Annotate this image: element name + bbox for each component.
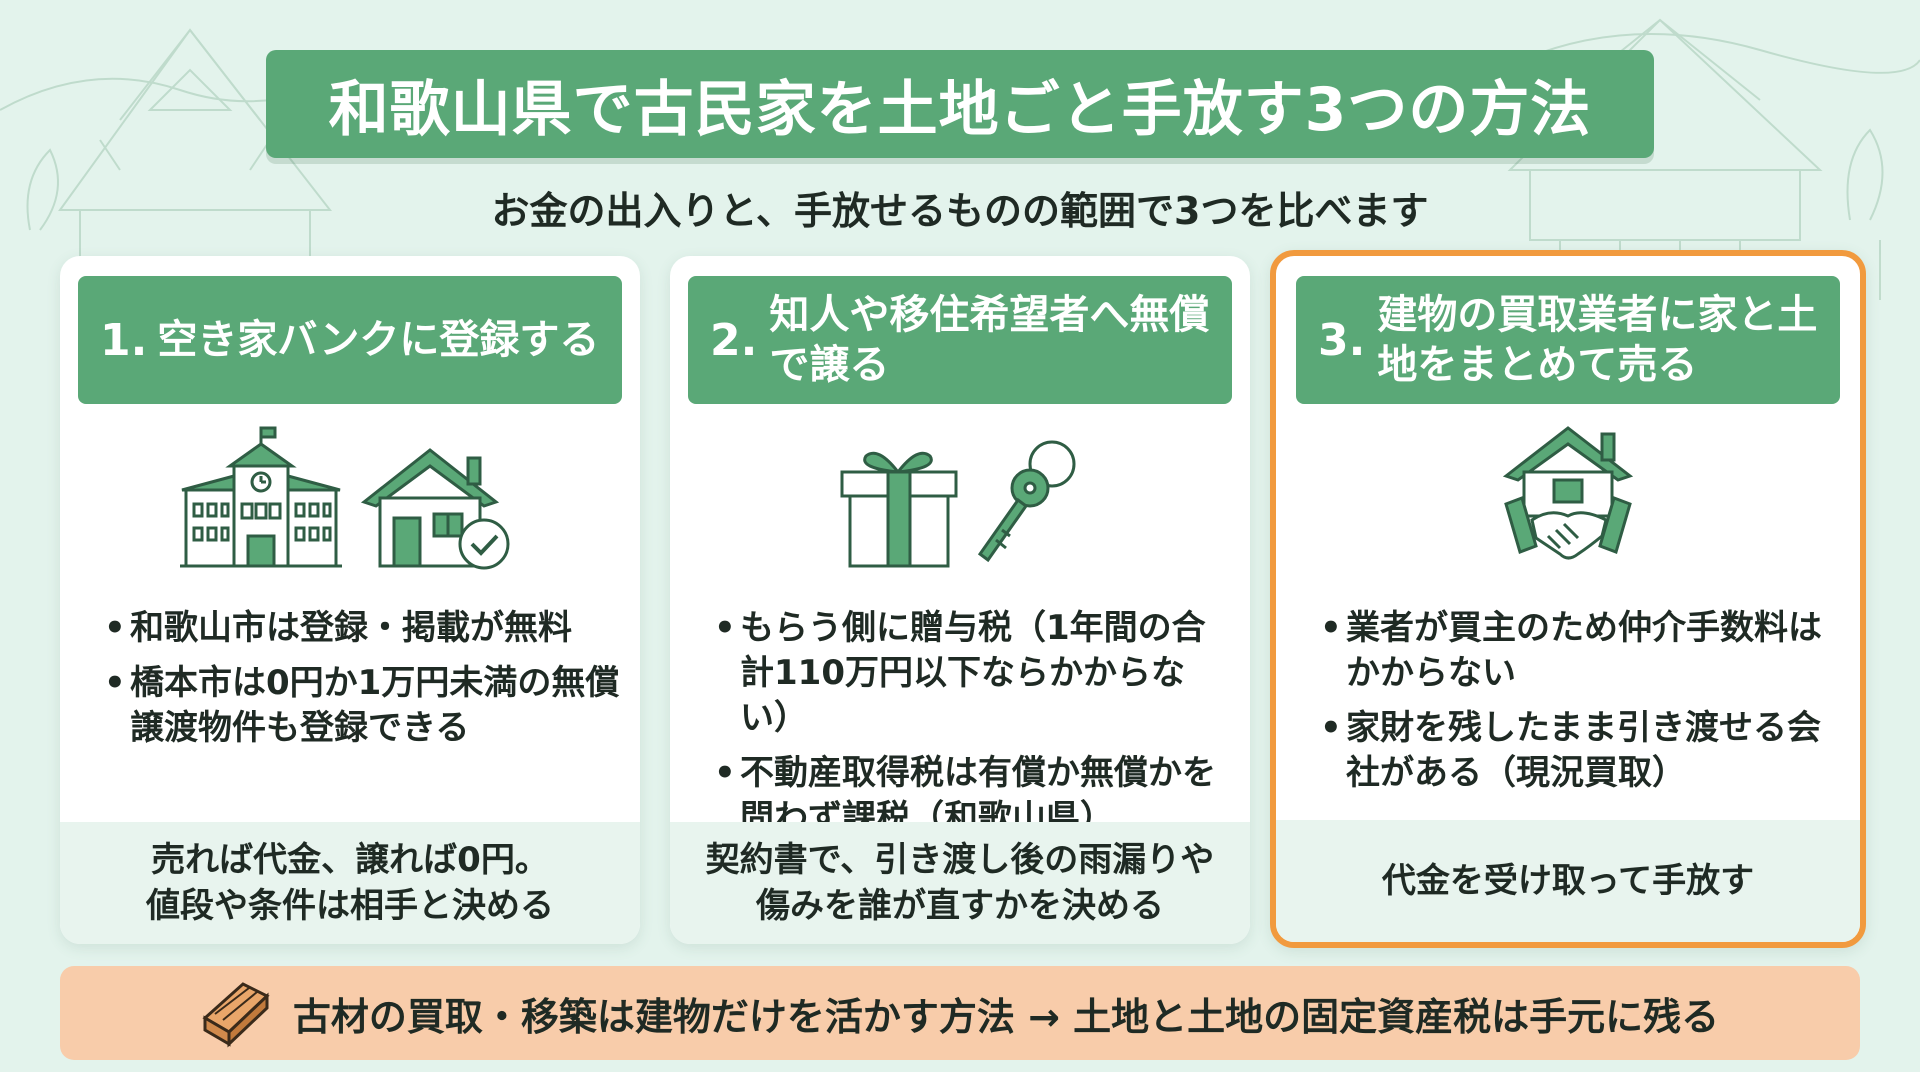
bullet-list: 和歌山市は登録・掲載が無料 橋本市は0円か1万円未満の無償譲渡物件も登録できる — [102, 606, 620, 761]
card-heading: 知人や移住希望者へ無償で譲る — [769, 292, 1210, 388]
footer-note-text: 古材の買取・移築は建物だけを活かす方法 → 土地と土地の固定資産税は手元に残る — [292, 994, 1720, 1039]
card-icons — [1276, 426, 1860, 846]
card-header: 2. 知人や移住希望者へ無償で譲る — [688, 276, 1232, 404]
card-number: 1. — [100, 314, 148, 366]
bullet-item: 業者が買主のため仲介手数料はかからない — [1318, 606, 1840, 696]
card-heading: 建物の買取業者に家と土地をまとめて売る — [1377, 292, 1818, 388]
card-icons — [60, 426, 640, 846]
footer-note-bar: 古材の買取・移築は建物だけを活かす方法 → 土地と土地の固定資産税は手元に残る — [60, 966, 1860, 1060]
title-banner: 和歌山県で古民家を土地ごと手放す3つの方法 — [266, 50, 1654, 158]
card-heading: 空き家バンクに登録する — [157, 317, 600, 363]
page-title: 和歌山県で古民家を土地ごと手放す3つの方法 — [328, 74, 1592, 145]
lumber-icon — [202, 982, 270, 1048]
city-hall-icon — [180, 426, 342, 568]
method-card-3: 3. 建物の買取業者に家と土地をまとめて売る 業者が買主のため仲介手数料はかから… — [1270, 250, 1866, 948]
card-icons — [670, 426, 1250, 846]
house-handshake-icon — [1502, 426, 1634, 560]
bullet-item: 橋本市は0円か1万円未満の無償譲渡物件も登録できる — [102, 661, 620, 751]
card-number: 3. — [1318, 314, 1366, 366]
bullet-item: 和歌山市は登録・掲載が無料 — [102, 606, 620, 651]
bullet-item: 家財を残したまま引き渡せる会社がある（現況買取） — [1318, 706, 1840, 796]
bullet-item: もらう側に贈与税（1年間の合計110万円以下ならかからない） — [712, 606, 1230, 741]
gift-box-icon — [840, 451, 958, 568]
bullet-list: もらう側に贈与税（1年間の合計110万円以下ならかからない） 不動産取得税は有償… — [712, 606, 1230, 851]
bullet-list: 業者が買主のため仲介手数料はかからない 家財を残したまま引き渡せる会社がある（現… — [1318, 606, 1840, 806]
card-footer: 契約書で、引き渡し後の雨漏りや 傷みを誰が直すかを決める — [670, 822, 1250, 944]
card-header: 3. 建物の買取業者に家と土地をまとめて売る — [1296, 276, 1840, 404]
house-check-icon — [360, 448, 510, 570]
card-footer: 売れば代金、譲れば0円。 値段や条件は相手と決める — [60, 822, 640, 944]
page-subtitle: お金の出入りと、手放せるものの範囲で3つを比べます — [491, 189, 1429, 233]
card-number: 2. — [710, 314, 758, 366]
method-card-1: 1. 空き家バンクに登録する — [60, 256, 640, 944]
key-icon — [977, 440, 1076, 563]
card-footer: 代金を受け取って手放す — [1276, 820, 1860, 942]
card-header: 1. 空き家バンクに登録する — [78, 276, 622, 404]
method-card-2: 2. 知人や移住希望者へ無償で譲る もらう側に贈与税（1年間の合計110万円以下… — [670, 256, 1250, 944]
